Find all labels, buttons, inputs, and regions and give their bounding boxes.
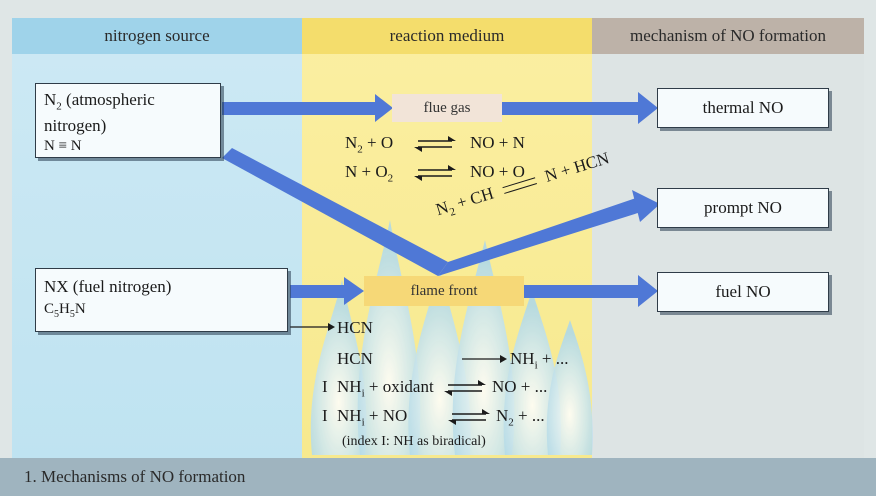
n2-source-label: N2 (atmospheric (44, 90, 155, 113)
flame-shapes (310, 220, 593, 455)
fuel-step2-rhs: NHi + ... (510, 349, 569, 372)
flame-front-label: flame front (364, 276, 524, 306)
header-mechanism: mechanism of NO formation (592, 18, 864, 54)
flow-arrows (222, 92, 660, 307)
thermal-eq1-rhs: NO + N (470, 133, 525, 152)
figure-caption: 1. Mechanisms of NO formation (24, 467, 246, 486)
nx-source-label: NX (fuel nitrogen) (44, 277, 172, 296)
flame-1 (310, 280, 367, 455)
header-reaction-medium: reaction medium (302, 18, 592, 54)
equilibrium-arrows (414, 136, 490, 425)
arrow-n2-to-flue-gas (222, 102, 377, 115)
arrow-nx-to-flame-front (290, 285, 346, 298)
biradical-marker-1: I (322, 377, 328, 396)
fuel-step2-lhs: HCN (337, 349, 373, 368)
flame-5 (503, 290, 562, 455)
flame-4 (452, 240, 515, 455)
fuel-step3-lhs: NHi + oxidant (337, 377, 434, 400)
arrow-flame-front-to-fuel (524, 285, 640, 298)
thermal-eq2-lhs: N + O2 (345, 162, 394, 185)
equilibrium-thermal-2 (414, 165, 456, 181)
prompt-no-box: prompt NO (657, 188, 829, 228)
arrow-head-flame-front (344, 277, 364, 305)
flue-gas-label: flue gas (392, 94, 502, 122)
prompt-eq-arrows (502, 176, 538, 197)
arrow-head-flue-gas (375, 94, 393, 122)
arrow-head-prompt (632, 190, 660, 222)
thermal-eq1-lhs: N2 + O (345, 133, 394, 156)
arrow-flame-front-to-prompt (438, 198, 641, 276)
caption-band: 1. Mechanisms of NO formation (0, 458, 876, 496)
equilibrium-oxidant (444, 380, 486, 396)
n2-triple-bond: N ≡ N (44, 138, 82, 155)
n2-source-box: N2 (atmospheric nitrogen) N ≡ N (35, 83, 221, 158)
fuel-no-box: fuel NO (657, 272, 829, 312)
fuel-formula: C5H5N (44, 301, 86, 320)
arrow-n2-to-flame-front (222, 148, 448, 276)
nx-source-box: NX (fuel nitrogen) C5H5N (35, 268, 288, 332)
biradical-marker-2: I (322, 406, 328, 425)
arrow-flue-gas-to-thermal (502, 102, 640, 115)
n2-source-label-2: nitrogen) (44, 116, 107, 136)
fuel-step4-lhs: NHi + NO (337, 406, 408, 429)
equilibrium-thermal-1 (414, 136, 456, 152)
thermal-no-box: thermal NO (657, 88, 829, 128)
header-nitrogen-source: nitrogen source (12, 18, 302, 54)
arrow-head-nhi (500, 355, 507, 363)
arrow-head-hcn (328, 323, 335, 331)
arrow-head-fuel (638, 275, 658, 307)
fuel-step-hcn: HCN (337, 318, 373, 337)
arrow-head-thermal (638, 92, 658, 124)
biradical-note: (index I: NH as biradical) (342, 434, 486, 449)
flame-6 (546, 320, 593, 455)
thin-arrows (290, 323, 507, 363)
fuel-step4-rhs: N2 + ... (496, 406, 545, 429)
flame-2 (357, 220, 421, 455)
equilibrium-no (448, 409, 490, 425)
thermal-eq2-rhs: NO + O (470, 162, 525, 181)
fuel-step3-rhs: NO + ... (492, 377, 548, 396)
